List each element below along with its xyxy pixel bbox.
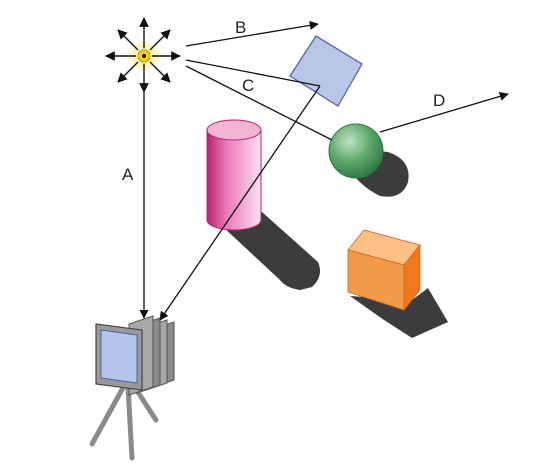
label-b: B [235, 18, 246, 37]
camera-lens [100, 329, 138, 384]
cylinder-body [206, 129, 262, 231]
label-a: A [122, 165, 134, 184]
label-d: D [433, 91, 445, 110]
cube [347, 229, 421, 312]
cylinder [206, 119, 262, 231]
cylinder-shadow [222, 212, 320, 290]
sphere [328, 123, 384, 179]
ray-d-reflected [379, 91, 509, 133]
ray-b [185, 20, 319, 47]
label-c: C [242, 76, 254, 95]
camera [89, 315, 175, 461]
ray-c-reflected [159, 85, 321, 321]
light-source-icon [105, 17, 181, 93]
rays [139, 20, 509, 321]
cylinder-top [206, 119, 262, 141]
camera-tripod [89, 383, 159, 461]
cube-side-face [403, 243, 421, 312]
mirror-panel [289, 35, 363, 107]
ray-d-incoming [185, 65, 333, 141]
ray-c-incoming [185, 59, 321, 87]
